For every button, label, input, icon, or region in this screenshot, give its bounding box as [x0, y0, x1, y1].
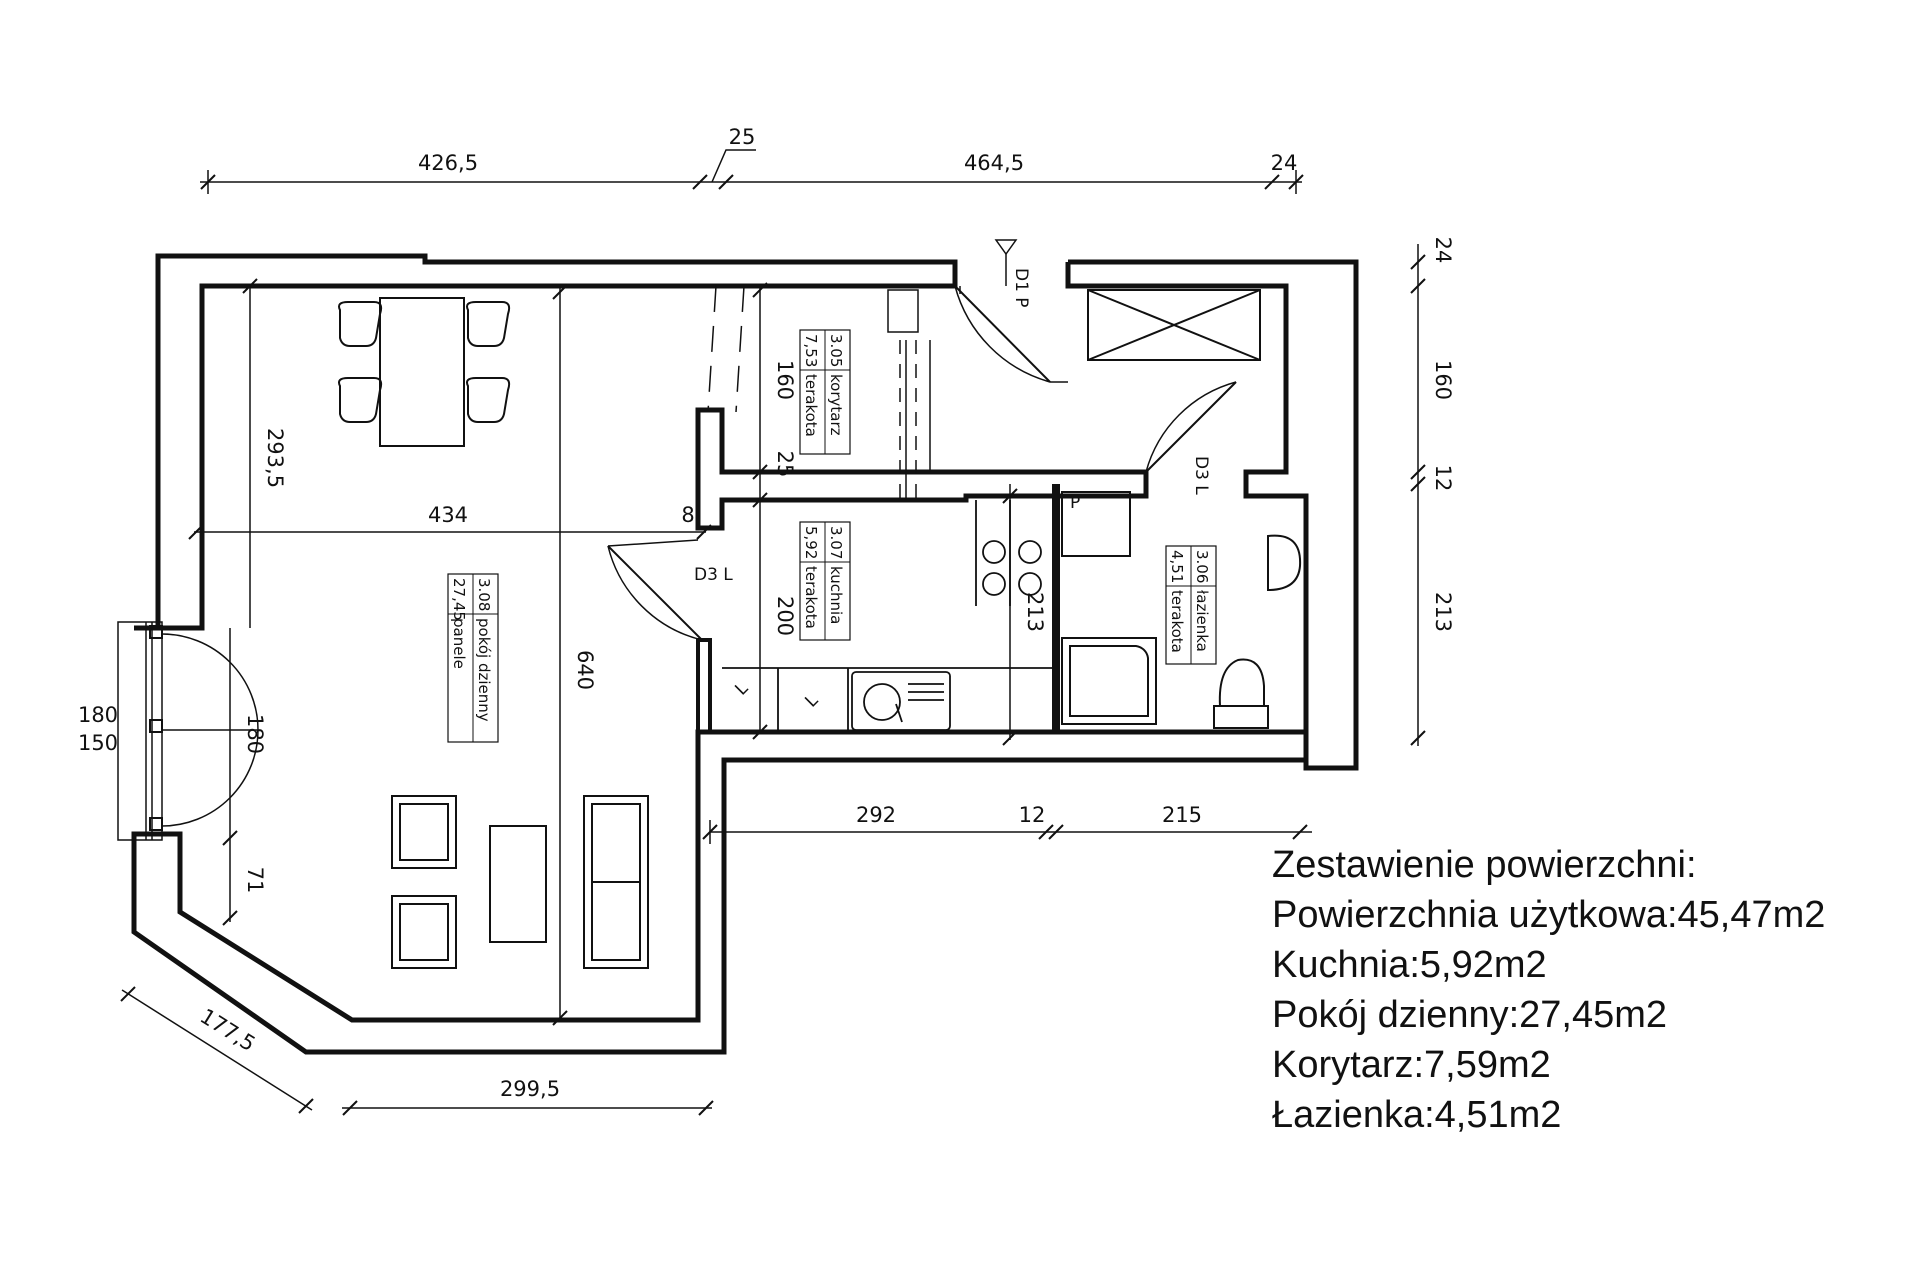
corridor-number: 3.05 — [827, 334, 845, 367]
area-summary: Zestawienie powierzchni: Powierzchnia uż… — [1272, 840, 1912, 1140]
dim-top-426-5: 426,5 — [418, 151, 478, 175]
room-label-kitchen: 3.07 kuchnia 5,92 terakota — [799, 521, 851, 641]
room-label-bathroom: 3.06 łazienka 4,51 terakota — [1165, 545, 1217, 665]
dim-mid-434: 434 — [428, 503, 468, 527]
fixture-label-cabinet-1: L — [731, 678, 752, 699]
kitchen-number: 3.07 — [827, 526, 845, 559]
door-label-bathroom: D3 L — [1191, 456, 1211, 495]
corridor-name: korytarz — [827, 374, 845, 436]
doors — [607, 239, 1237, 641]
shower-top — [1087, 289, 1261, 361]
dim-kitchen-200: 200 — [773, 596, 797, 636]
area-summary-line: Łazienka:4,51m2 — [1272, 1094, 1562, 1136]
dim-left-293-5: 293,5 — [263, 428, 287, 488]
kitchen-floor: terakota — [802, 566, 820, 629]
dim-corr-25: 25 — [773, 451, 797, 478]
dim-corr-160: 160 — [773, 360, 797, 400]
kitchen-area: 5,92 — [802, 526, 820, 559]
room-label-corridor: 3.05 korytarz 7,53 terakota — [799, 329, 851, 455]
area-summary-title: Zestawienie powierzchni: — [1272, 844, 1697, 886]
dim-win-150: 150 — [78, 731, 118, 755]
dim-win-71: 71 — [243, 867, 267, 894]
bathroom-area: 4,51 — [1168, 550, 1186, 583]
dim-bottom-215: 215 — [1162, 803, 1202, 827]
kitchen-name: kuchnia — [827, 566, 845, 624]
area-summary-line: Powierzchnia użytkowa:45,47m2 — [1272, 894, 1826, 936]
dim-bottom-299-5: 299,5 — [500, 1077, 560, 1101]
dim-top-25: 25 — [729, 125, 756, 149]
dim-top-464-5: 464,5 — [964, 151, 1024, 175]
living-number: 3.08 — [475, 578, 493, 611]
area-summary-line: Korytarz:7,59m2 — [1272, 1044, 1551, 1086]
area-summary-line: Kuchnia:5,92m2 — [1272, 944, 1547, 986]
door-label-kitchen: D3 L — [694, 565, 733, 585]
dimension-labels: 426,5 25 464,5 24 24 160 12 213 293,5 43… — [78, 125, 1455, 1101]
living-name: pokój dzienny — [475, 618, 493, 722]
living-area: 27,45 — [450, 578, 468, 621]
room-label-living: 3.08 pokój dzienny 27,45 panele — [447, 573, 499, 743]
bathroom-floor: terakota — [1168, 590, 1186, 653]
dim-top-24: 24 — [1271, 151, 1298, 175]
dim-bottom-12: 12 — [1019, 803, 1046, 827]
corridor-floor: terakota — [802, 374, 820, 437]
living-floor: panele — [450, 618, 468, 669]
area-summary-line: Pokój dzienny:27,45m2 — [1272, 994, 1668, 1036]
dim-bottom-292: 292 — [856, 803, 896, 827]
corridor-area: 7,53 — [802, 334, 820, 367]
living-furniture — [338, 297, 649, 969]
dim-right-160: 160 — [1431, 360, 1455, 400]
dim-mid-8: 8 — [681, 503, 694, 527]
dim-mid-640: 640 — [573, 650, 597, 690]
dim-right-12: 12 — [1431, 465, 1455, 492]
dim-kitchen-213: 213 — [1023, 592, 1047, 632]
corridor-markings — [707, 285, 961, 500]
door-label-entrance: D1 P — [1011, 268, 1031, 308]
bathroom-fixtures — [1061, 491, 1302, 729]
dim-win-180b: 180 — [243, 714, 267, 754]
bathroom-number: 3.06 — [1193, 550, 1211, 583]
dim-right-213: 213 — [1431, 592, 1455, 632]
dim-right-24: 24 — [1431, 237, 1455, 264]
dim-win-180a: 180 — [78, 703, 118, 727]
balcony-window — [117, 621, 259, 841]
walls — [131, 253, 1359, 1055]
bathroom-name: łazienka — [1193, 590, 1211, 652]
kitchen-fixtures — [722, 500, 1054, 732]
fixture-label-cabinet-2: L — [801, 690, 822, 711]
fixture-label-bath-p: P — [1070, 493, 1080, 513]
dimension-lines — [120, 149, 1426, 1116]
